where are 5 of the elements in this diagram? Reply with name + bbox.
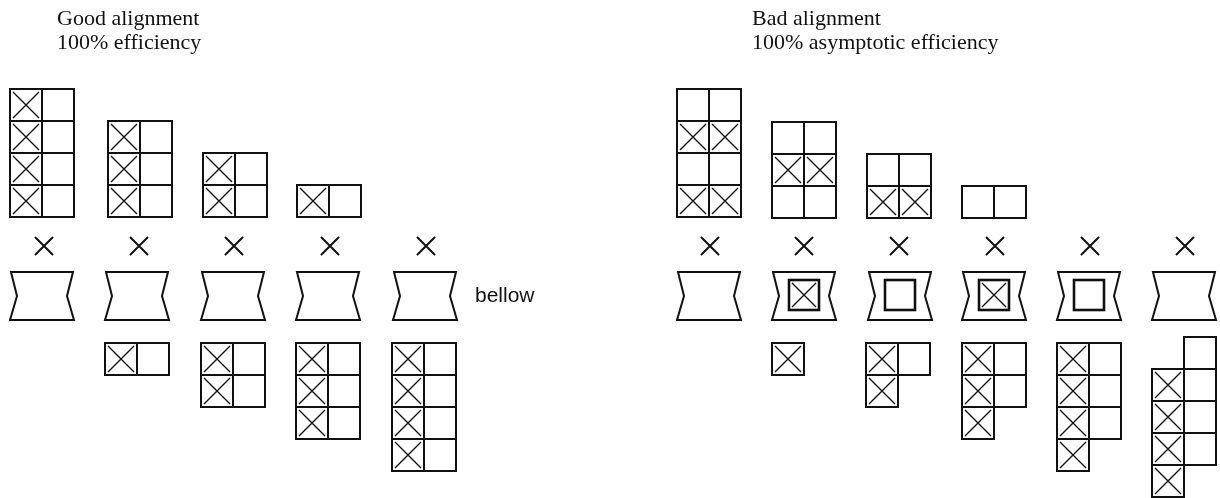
- subheading: 100% efficiency: [57, 30, 202, 54]
- part-label: bellow: [475, 283, 535, 307]
- heading: Good alignment: [57, 6, 200, 30]
- subheading: 100% asymptotic efficiency: [752, 30, 999, 54]
- heading: Bad alignment: [752, 6, 881, 30]
